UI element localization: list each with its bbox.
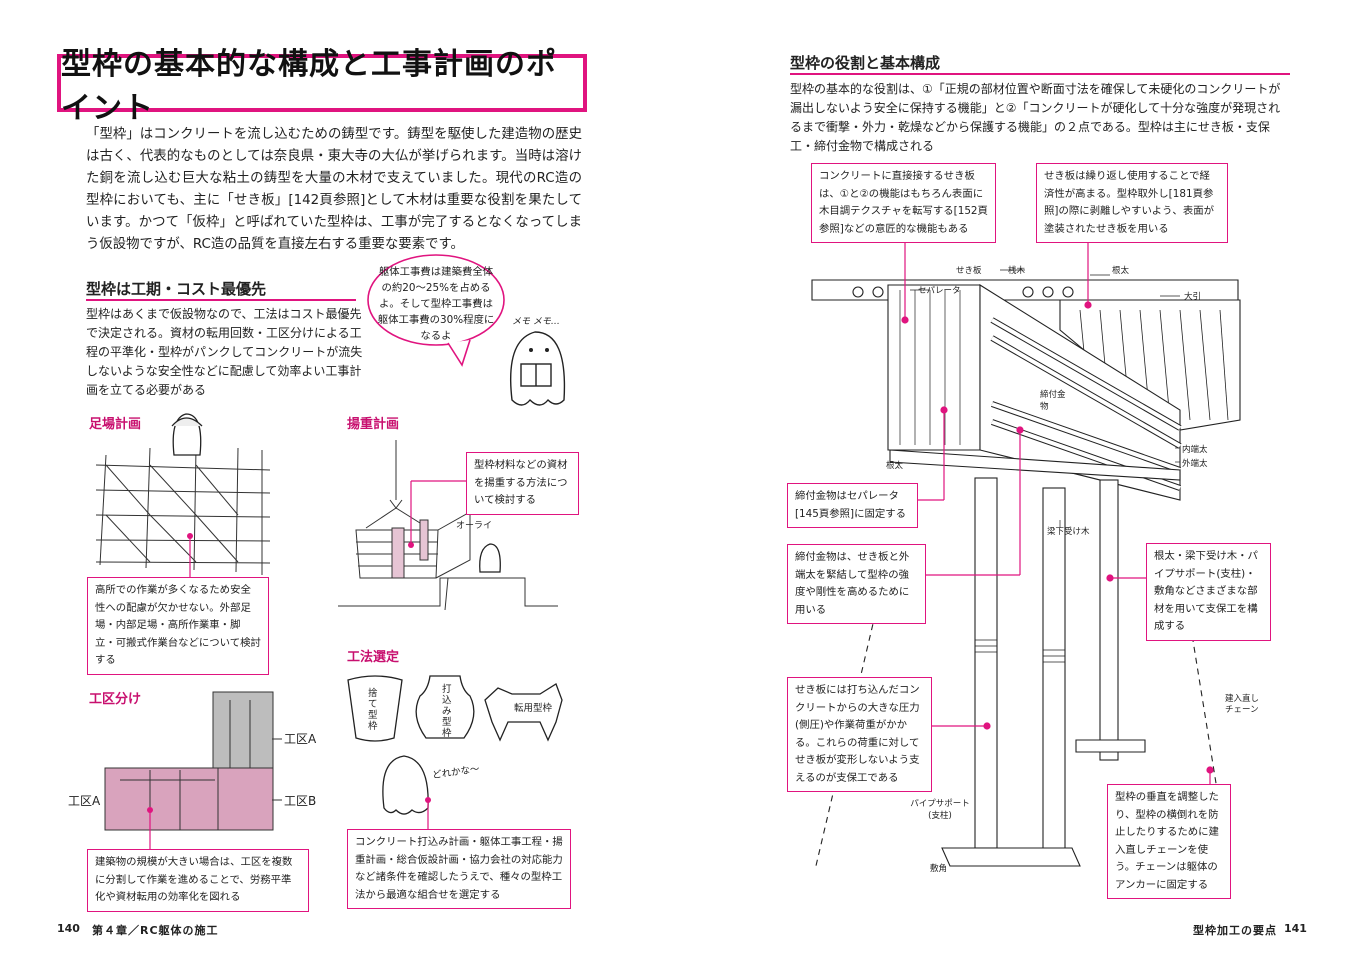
- note-support: 根太・梁下受け木・パイプサポート(支柱)・敷角などさまざまな部材を用いて支保工を…: [1146, 543, 1271, 641]
- section-heading-roles: 型枠の役割と基本構成: [790, 54, 941, 72]
- zone-heading: 工区分け: [89, 692, 142, 707]
- note-tightening: 締付金物は、せき板と外端太を緊結して型枠の強度や剛性を高めるために用いる: [787, 544, 926, 624]
- section-body-roles: 型枠の基本的な役割は、①「正規の部材位置や断面寸法を確保して未硬化のコンクリート…: [790, 82, 1281, 153]
- label-sanki: 桟木: [1008, 266, 1026, 276]
- label-neda-top: 根太: [1112, 266, 1130, 276]
- label-sotobata: 外端太: [1182, 459, 1208, 469]
- zone-b-label: 工区B: [284, 794, 317, 808]
- footer-title: 型枠加工の要点: [1193, 924, 1277, 937]
- lifting-heading: 揚重計画: [347, 417, 400, 432]
- label-separator: セパレータ: [918, 286, 961, 296]
- note-pressure: せき板には打ち込んだコンクリートからの大きな圧力(側圧)や作業荷重がかかる。これ…: [787, 677, 932, 792]
- section-heading-roles-underline: [790, 73, 1290, 75]
- label-shikikaku: 敷角: [930, 864, 948, 874]
- scaffold-note: 高所での作業が多くなるため安全性への配慮が欠かせない。外部足場・内部足場・高所作…: [87, 577, 269, 675]
- page-title: 型枠の基本的な構成と工事計画のポイント: [61, 47, 557, 126]
- section-body-cost: 型枠はあくまで仮設物なので、工法はコスト最優先で決定される。資材の転用回数・工区…: [86, 307, 363, 397]
- page-title-box: 型枠の基本的な構成と工事計画のポイント: [57, 47, 587, 126]
- note-reuse: せき板は繰り返し使用することで経済性が高まる。型枠取外し[181頁参照]の際に剥…: [1036, 163, 1228, 243]
- pot-label-3: 転用型枠: [514, 703, 553, 714]
- scaffold-heading: 足場計画: [89, 417, 142, 432]
- label-pipe-support: パイプサポート(支柱): [910, 799, 970, 821]
- section-heading-cost: 型枠は工期・コスト最優先: [86, 280, 267, 298]
- label-chain: 建入直しチェーン: [1225, 694, 1260, 715]
- pot-label-2: 打込み型枠: [442, 684, 452, 739]
- lifting-voice: オーライ: [456, 521, 493, 531]
- right-page-number: 141: [1284, 922, 1307, 935]
- label-neda: 根太: [886, 461, 904, 471]
- method-note: コンクリート打込み計画・躯体工事工程・揚重計画・総合仮設計画・協力会社の対応能力…: [347, 829, 571, 909]
- left-page-number: 140: [57, 922, 80, 935]
- note-fixing: 締付金物はセパレータ[145頁参照]に固定する: [787, 483, 918, 528]
- label-obiki: 大引: [1184, 292, 1202, 302]
- chapter-label: 第４章／RC躯体の施工: [92, 924, 219, 937]
- label-sekiita: せき板: [956, 266, 982, 276]
- label-uchibata: 内端太: [1182, 445, 1208, 455]
- method-heading: 工法選定: [347, 650, 400, 665]
- pot-label-1: 捨て型枠: [368, 688, 378, 732]
- note-chain: 型枠の垂直を調整したり、型枠の横倒れを防止したりするために建入直しチェーンを使う…: [1107, 784, 1231, 899]
- zone-note: 建築物の規模が大きい場合は、工区を複数に分割して作業を進めることで、労務平準化や…: [87, 849, 309, 912]
- intro-paragraph: 「型枠」はコンクリートを流し込むための鋳型です。鋳型を駆使した建造物の歴史は古く…: [86, 127, 582, 252]
- zone-a-label: 工区A: [284, 732, 317, 746]
- speech-bubble-text: 躯体工事費は建築費全体の約20〜25%を占めるよ。そして型枠工事費は躯体工事費の…: [377, 266, 495, 342]
- lifting-note: 型枠材料などの資材を揚重する方法について検討する: [466, 452, 579, 515]
- label-harishita: 梁下受け木: [1047, 527, 1090, 537]
- zone-a-label-left: 工区A: [68, 794, 101, 808]
- label-shimetsuke: 締付金物: [1040, 390, 1066, 412]
- mascot-memo-text: メモ メモ…: [512, 317, 560, 327]
- note-sekiita: コンクリートに直接接するせき板は、①と②の機能はもちろん表面に木目調テクスチャを…: [811, 163, 996, 243]
- section-heading-underline: [86, 299, 356, 301]
